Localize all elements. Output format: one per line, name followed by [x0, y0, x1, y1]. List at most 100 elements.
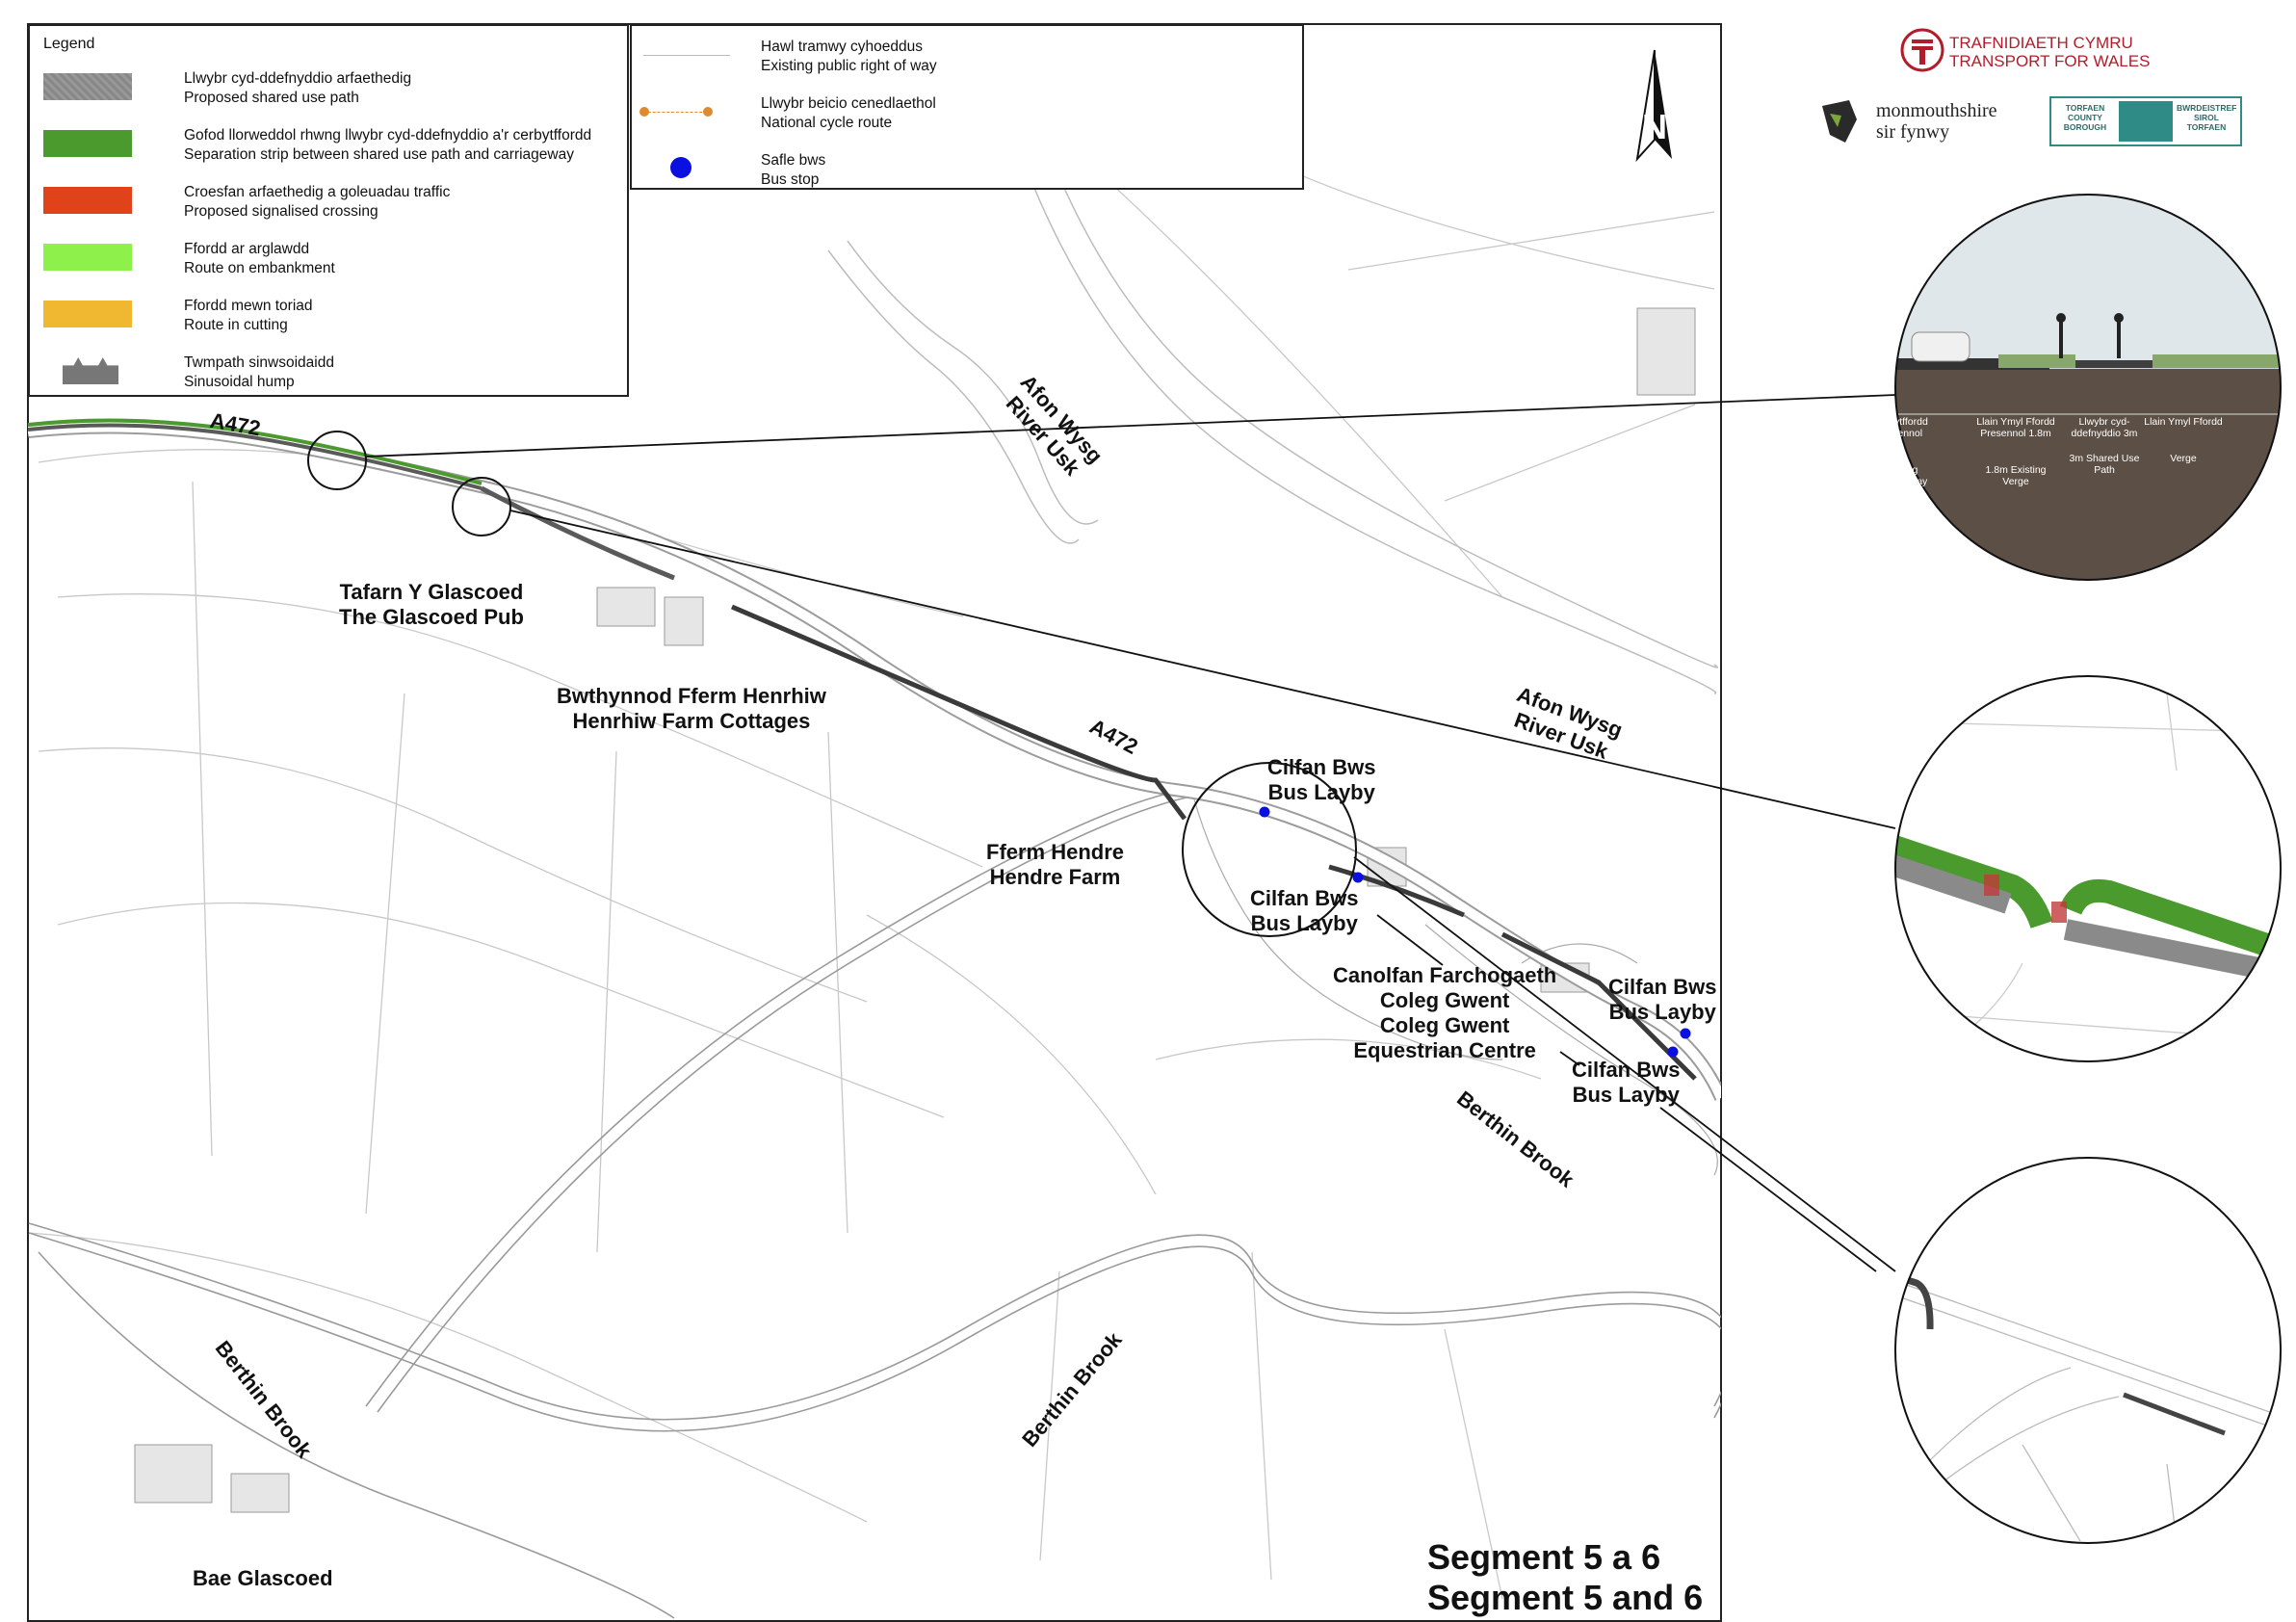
legend-english: Existing public right of way [761, 58, 937, 74]
detail-circle-crossing [1894, 675, 2282, 1062]
place-label-welsh: Cilfan Bws [1608, 975, 1717, 999]
place-label-english: The Glascoed Pub [339, 605, 524, 629]
place-label-english: Bus Layby [1572, 1083, 1680, 1107]
detail-circle-crosssection [1894, 194, 2282, 581]
shared-use-path [28, 423, 483, 490]
place-label-english: Bus Layby [1608, 1000, 1716, 1024]
place-label-bus-layby: Cilfan Bws Bus Layby [1267, 755, 1375, 805]
cross-section-label-verge: Llain Ymyl Ffordd Verge [2140, 416, 2227, 464]
torfaen-logo-welsh: BWRDEISTREF SIROL TORFAEN [2177, 103, 2237, 132]
legend-item-separation-strip: Gofod llorweddol rhwng llwybr cyd-ddefny… [43, 124, 621, 170]
legend-english: Sinusoidal hump [184, 374, 295, 390]
place-label-english: Henrhiw Farm Cottages [572, 709, 811, 733]
place-label-bus-layby: Cilfan Bws Bus Layby [1250, 886, 1358, 936]
segment-title: Segment 5 a 6 Segment 5 and 6 [1427, 1537, 1703, 1618]
legend-welsh: Twmpath sinwsoidaidd [184, 354, 334, 371]
monmouthshire-logo: monmouthshire sir fynwy [1818, 96, 2021, 149]
bus-stop-marker [1352, 872, 1364, 883]
cross-section-label-english: Verge [2170, 453, 2197, 464]
legend-welsh: Llwybr beicio cenedlaethol [761, 95, 936, 112]
north-arrow-icon [1635, 49, 1672, 163]
place-label-line: Equestrian Centre [1353, 1038, 1536, 1062]
torfaen-logo-english: TORFAEN COUNTY BOROUGH [2063, 103, 2107, 132]
cross-section-label-existing-verge: Llain Ymyl Ffordd Presennol 1.8m 1.8m Ex… [1972, 416, 2059, 487]
legend-swatch [43, 244, 132, 271]
tfw-logo-welsh: TRAFNIDIAETH CYMRU [1949, 34, 2133, 52]
legend-item-signalised-crossing: Croesfan arfaethedig a goleuadau traffic… [43, 181, 621, 227]
legend-swatch [43, 73, 132, 100]
detail-circle-1 [307, 431, 367, 490]
bus-stop-marker [1259, 806, 1270, 818]
place-label-line: Coleg Gwent [1379, 1013, 1510, 1037]
shared-use-path [731, 604, 1187, 821]
legend-english: Proposed signalised crossing [184, 203, 378, 220]
cross-section-label-welsh: Cerbytffordd presennol [1872, 416, 1928, 439]
detail-circle-2 [452, 477, 511, 536]
legend-welsh: Croesfan arfaethedig a goleuadau traffic [184, 184, 451, 200]
segment-title-welsh: Segment 5 a 6 [1427, 1537, 1661, 1577]
shared-use-path [1328, 864, 1465, 918]
bus-stop-icon [670, 157, 691, 178]
cross-section-label-welsh: Llain Ymyl Ffordd [2144, 416, 2223, 428]
legend-swatch [43, 130, 132, 157]
cycle-route-swatch [643, 112, 707, 113]
legend-title: Legend [43, 36, 95, 52]
place-label-pub: Tafarn Y Glascoed The Glascoed Pub [339, 580, 524, 630]
bus-stops[interactable] [1259, 806, 1691, 1058]
legend-english: Proposed shared use path [184, 90, 359, 106]
shared-use-path [480, 485, 675, 581]
monmouthshire-logo-line1: monmouthshire [1876, 100, 1997, 121]
tfw-logo-icon [1900, 28, 1944, 72]
place-label-bus-layby: Cilfan Bws Bus Layby [1572, 1058, 1680, 1108]
detail-circle-3 [1182, 762, 1357, 937]
legend-panel: Legend Llwybr cyd-ddefnyddio arfaethedig… [28, 24, 629, 397]
place-label-english: Bus Layby [1250, 911, 1358, 935]
place-label-bus-layby: Cilfan Bws Bus Layby [1608, 975, 1716, 1025]
torfaen-logo-mark-icon [2119, 101, 2173, 142]
segment-title-english: Segment 5 and 6 [1427, 1578, 1704, 1617]
place-label-welsh: Tafarn Y Glascoed [339, 580, 524, 604]
cycle-route-dot-icon [639, 107, 649, 117]
place-label-welsh: Fferm Hendre [986, 840, 1125, 864]
cross-section-label-welsh: Llain Ymyl Ffordd Presennol 1.8m [1976, 416, 2055, 439]
cross-section-label-english: Existing carriageway [1872, 464, 1928, 487]
place-label-line: Canolfan Farchogaeth [1333, 963, 1557, 987]
legend-english: Separation strip between shared use path… [184, 146, 574, 163]
legend-swatch [43, 301, 132, 327]
legend-english: National cycle route [761, 115, 893, 131]
place-label-welsh: Bwthynnod Fferm Henrhiw [557, 684, 826, 708]
legend-welsh: Gofod llorweddol rhwng llwybr cyd-ddefny… [184, 127, 592, 144]
place-label-welsh: Cilfan Bws [1572, 1058, 1681, 1082]
cross-section-label-english: 1.8m Existing Verge [1985, 464, 2047, 487]
right-of-way-swatch [643, 55, 730, 56]
place-label-welsh: Cilfan Bws [1250, 886, 1359, 910]
legend-welsh: Hawl tramwy cyhoeddus [761, 39, 923, 55]
place-label-bae-glascoed: Bae Glascoed [193, 1566, 333, 1590]
detail-circle-path-end [1894, 1157, 2282, 1544]
leader-lines [365, 394, 1896, 1272]
legend-welsh: Llwybr cyd-ddefnyddio arfaethedig [184, 70, 412, 87]
sinusoidal-hump-icon [63, 357, 118, 384]
cross-section-label-shared-use-path: Llwybr cyd-ddefnyddio 3m 3m Shared Use P… [2061, 416, 2148, 476]
legend-english: Route in cutting [184, 317, 288, 333]
southern-road [28, 789, 1721, 1619]
cross-section-label-carriageway: Cerbytffordd presennol Existing carriage… [1857, 416, 1944, 487]
tfw-logo-english: TRANSPORT FOR WALES [1949, 52, 2151, 70]
place-label-cottages: Bwthynnod Fferm Henrhiw Henrhiw Farm Cot… [557, 684, 826, 734]
buildings [134, 307, 1696, 1513]
legend-welsh: Ffordd ar arglawdd [184, 241, 310, 257]
north-letter: N [1642, 107, 1667, 146]
path-end-detail [1895, 1158, 2281, 1543]
cross-section-label-english: 3m Shared Use Path [2069, 453, 2140, 476]
bus-stop-marker [1680, 1028, 1691, 1039]
crossing-detail [1895, 676, 2281, 1061]
